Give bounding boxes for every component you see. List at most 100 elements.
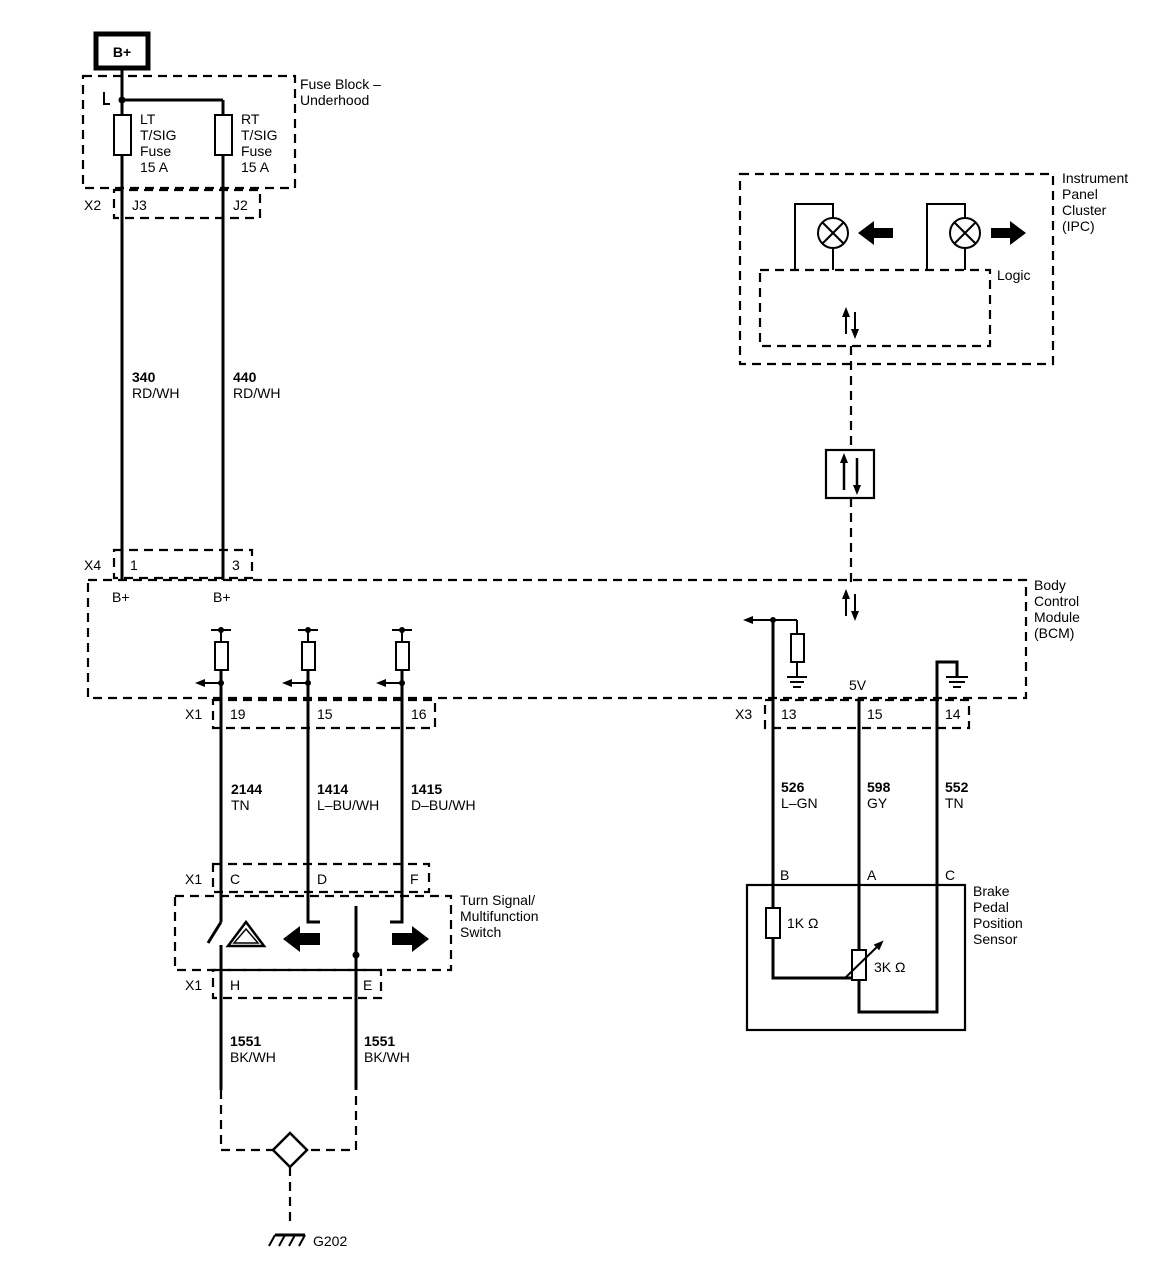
x2-pin-j3: J3 (132, 197, 147, 213)
resistor-1k-icon (765, 907, 781, 939)
brake-pedal-position-sensor: Brake Pedal Position Sensor B A C 1K Ω 3… (745, 867, 1023, 1032)
bcm-sensor-signal-circuit (743, 616, 807, 688)
wire-1551a-color: BK/WH (230, 1049, 276, 1065)
ipc-title-line3: Cluster (1062, 202, 1107, 218)
left-turn-arrow-icon (283, 926, 320, 952)
wire-526-number: 526 (781, 779, 805, 795)
fuse-lt-label-3: Fuse (140, 143, 171, 159)
bcm-x3-pin-13: 13 (781, 706, 797, 722)
sensor-title-line2: Pedal (973, 899, 1009, 915)
wire-1551b-number: 1551 (364, 1033, 395, 1049)
bcm-x3-pin-15: 15 (867, 706, 883, 722)
wire-1551b-color: BK/WH (364, 1049, 410, 1065)
switch-title-line1: Turn Signal/ (460, 892, 535, 908)
hazard-triangle-icon (225, 919, 267, 948)
switch-x1-bottom-outline (211, 968, 383, 1000)
ipc-logic-outline (758, 268, 992, 348)
bcm-x3-connector-outline (763, 698, 971, 730)
sensor-pin-c: C (945, 867, 955, 883)
fuse-rt-label-4: 15 A (241, 159, 270, 175)
body-control-module: X4 1 3 Body Control Module (BCM) B+ B+ (84, 548, 1080, 730)
switch-outline (173, 894, 453, 972)
x2-connector-outline (112, 188, 262, 220)
right-turn-lamp-icon (949, 217, 981, 249)
wire-526-color: L–GN (781, 795, 818, 811)
wire-2144-number: 2144 (231, 781, 262, 797)
bcm-x3-pin-14: 14 (945, 706, 961, 722)
wire-340-color: RD/WH (132, 385, 179, 401)
fuse-block-underhood: Fuse Block – Underhood LT T/SIG Fuse 15 … (81, 68, 381, 220)
bcm-outline (86, 578, 1028, 700)
sensor-title-line3: Position (973, 915, 1023, 931)
ipc-logic-label: Logic (997, 267, 1030, 283)
switch-title-line3: Switch (460, 924, 501, 940)
ground-icon (787, 676, 807, 688)
instrument-panel-cluster: Instrument Panel Cluster (IPC) Logic (738, 170, 1128, 366)
left-turn-lamp-icon (817, 217, 849, 249)
switch-pin-f: F (410, 871, 419, 887)
switch-pin-e: E (363, 977, 372, 993)
right-arrow-icon (991, 221, 1026, 245)
switch-pin-h: H (230, 977, 240, 993)
bcm-title-line2: Control (1034, 593, 1079, 609)
fuse-rt-label-1: RT (241, 111, 260, 127)
x4-connector-label: X4 (84, 557, 101, 573)
right-turn-arrow-icon (392, 926, 429, 952)
wire-440-color: RD/WH (233, 385, 280, 401)
wire-598-color: GY (867, 795, 888, 811)
battery-source: B+ (93, 31, 151, 71)
wire-440-number: 440 (233, 369, 257, 385)
fuse-lt-label-2: T/SIG (140, 127, 177, 143)
wire-1415-color: D–BU/WH (411, 797, 476, 813)
ipc-title-line2: Panel (1062, 186, 1098, 202)
bcm-input-circuit-19 (195, 627, 231, 730)
wire-2144-color: TN (231, 797, 250, 813)
ipc-outline (738, 172, 1055, 366)
bidirectional-data-icon (842, 307, 859, 339)
left-arrow-icon (858, 221, 893, 245)
sensor-pin-b: B (780, 867, 789, 883)
sensor-title-line4: Sensor (973, 931, 1018, 947)
hazard-switch-contact-icon (206, 921, 223, 944)
fuse-rt-label-3: Fuse (241, 143, 272, 159)
splice-hook-icon (103, 92, 110, 105)
fuse-lt-label-1: LT (140, 111, 156, 127)
bcm-x1-connector-outline (211, 698, 437, 730)
bcm-title-line4: (BCM) (1034, 625, 1074, 641)
fuse-rt-icon (214, 114, 233, 156)
sensor-r1-label: 1K Ω (787, 915, 818, 931)
ground-label: G202 (313, 1233, 347, 1249)
switch-x1-bottom-label: X1 (185, 977, 202, 993)
bcm-sensor-ground-circuit (935, 660, 968, 730)
ipc-title-line4: (IPC) (1062, 218, 1095, 234)
bcm-5v-label: 5V (849, 677, 867, 693)
fuse-rt-label-2: T/SIG (241, 127, 278, 143)
switch-pin-c: C (230, 871, 240, 887)
x2-pin-j2: J2 (233, 197, 248, 213)
pulldown-resistor-icon (790, 633, 805, 663)
sensor-title-line1: Brake (973, 883, 1010, 899)
fuse-lt-label-4: 15 A (140, 159, 169, 175)
turn-signal-multifunction-switch: X1 C D F Turn Signal/ Multifunction Swit… (173, 862, 539, 1090)
bcm-x1-label: X1 (185, 706, 202, 722)
wire-340-number: 340 (132, 369, 156, 385)
bcm-bplus-3: B+ (213, 589, 231, 605)
bcm-bplus-1: B+ (112, 589, 130, 605)
bcm-x1-pin-16: 16 (411, 706, 427, 722)
pullup-resistor-icon (214, 641, 229, 671)
fuse-block-title-line1: Fuse Block – (300, 76, 381, 92)
bcm-title-line1: Body (1034, 577, 1066, 593)
sensor-outline (745, 883, 967, 1032)
x4-pin-3: 3 (232, 557, 240, 573)
bcm-title-line3: Module (1034, 609, 1080, 625)
wire-598-number: 598 (867, 779, 891, 795)
wire-1415-number: 1415 (411, 781, 442, 797)
chassis-ground-icon (268, 1233, 306, 1247)
wire-1414-number: 1414 (317, 781, 348, 797)
switch-pin-d: D (317, 871, 327, 887)
pullup-resistor-icon (395, 641, 410, 671)
x2-connector-label: X2 (84, 197, 101, 213)
bcm-bidirectional-data-icon (842, 589, 859, 621)
x4-pin-1: 1 (130, 557, 138, 573)
